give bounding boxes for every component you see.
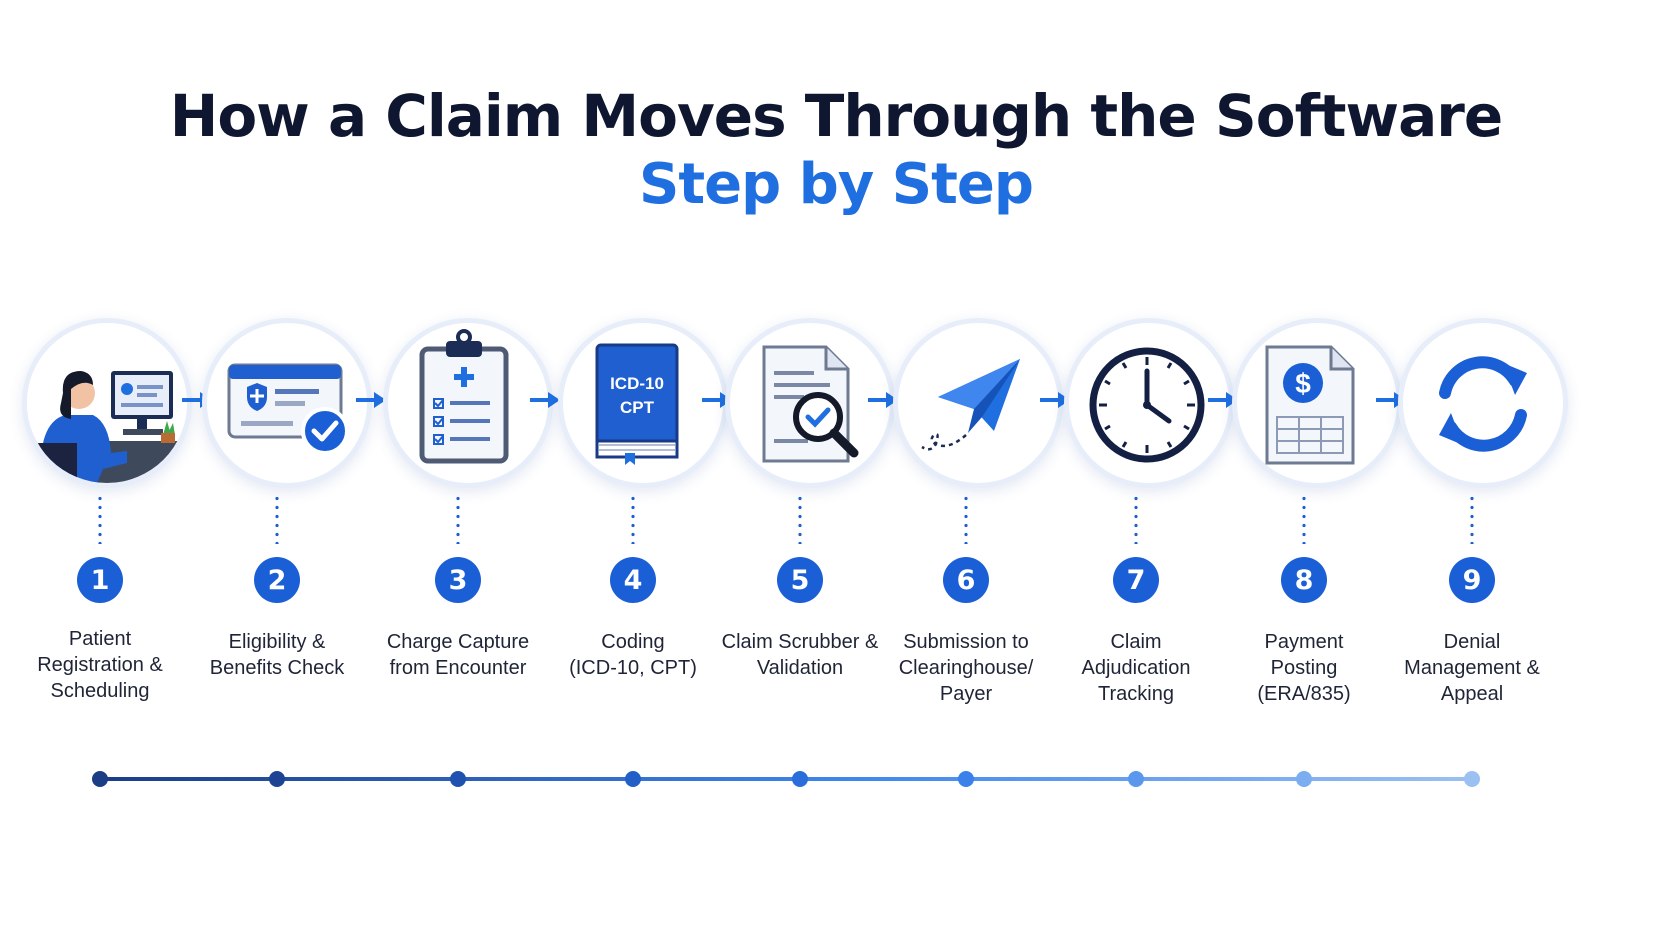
icd-cpt-text: ICD-10 <box>610 374 664 393</box>
clock-icon <box>1089 347 1205 463</box>
arrow-right-icon <box>868 392 898 408</box>
arrow-right-icon <box>1208 392 1238 408</box>
step-number-badge: 2 <box>254 557 300 603</box>
connector-dots <box>964 494 968 544</box>
step-label: Coding (ICD-10, CPT) <box>543 629 723 681</box>
step-label-line: (ERA/835) <box>1257 683 1351 705</box>
step-3-circle <box>383 318 553 488</box>
timeline-node <box>625 771 641 787</box>
step-number-badge: 4 <box>610 557 656 603</box>
arrow-right-icon <box>702 392 732 408</box>
timeline-node <box>92 771 108 787</box>
connector-dots <box>275 494 279 544</box>
step-label: Claim Adjudication Tracking <box>1046 629 1226 707</box>
connector-dots <box>1134 494 1138 544</box>
step-label-line: Posting <box>1270 657 1338 679</box>
step-5-circle <box>725 318 895 488</box>
step-label-line: Eligibility & <box>228 631 326 653</box>
progress-timeline <box>92 771 1480 787</box>
step-label-line: (ICD-10, CPT) <box>569 657 697 679</box>
step-label: Claim Scrubber & Validation <box>710 629 890 681</box>
timeline-node <box>792 771 808 787</box>
timeline-node <box>1128 771 1144 787</box>
page-subtitle: Step by Step <box>639 152 1034 217</box>
connector-dots <box>1470 494 1474 544</box>
step-label-line: Tracking <box>1098 683 1174 705</box>
step-label-line: Payer <box>939 683 993 705</box>
step-9-circle <box>1398 318 1568 488</box>
step-label-line: Claim Scrubber & <box>721 631 879 653</box>
paper-plane-icon <box>921 359 1020 451</box>
step-label-line: Validation <box>756 657 844 679</box>
step-label: Denial Management & Appeal <box>1382 629 1562 707</box>
step-number-badge: 3 <box>435 557 481 603</box>
step-label-line: Coding <box>601 631 665 653</box>
dollar-sign-text: $ <box>1295 368 1311 399</box>
step-number-badge: 8 <box>1281 557 1327 603</box>
payment-document-icon: $ <box>1265 345 1355 465</box>
refresh-cycle-icon <box>1439 356 1527 452</box>
step-label-line: Scheduling <box>50 680 150 702</box>
timeline-node <box>269 771 285 787</box>
step-label-line: Adjudication <box>1081 657 1191 679</box>
step-number-badge: 6 <box>943 557 989 603</box>
step-label: Charge Capture from Encounter <box>368 629 548 681</box>
connector-dots <box>98 494 102 544</box>
step-label: Submission to Clearinghouse/ Payer <box>876 629 1056 707</box>
document-magnifier-icon <box>762 345 859 463</box>
step-number-badge: 5 <box>777 557 823 603</box>
step-label-line: Denial <box>1443 631 1501 653</box>
connector-dots <box>631 494 635 544</box>
insurance-card-check-icon <box>227 363 349 455</box>
step-8-circle: $ <box>1232 318 1402 488</box>
step-label-line: Appeal <box>1440 683 1504 705</box>
timeline-node <box>1464 771 1480 787</box>
timeline-node <box>450 771 466 787</box>
step-label-line: Clearinghouse/ <box>898 657 1034 679</box>
connector-dots <box>456 494 460 544</box>
step-label: Patient Registration & Scheduling <box>10 626 190 704</box>
icd-cpt-text: CPT <box>620 398 655 417</box>
timeline-node <box>1296 771 1312 787</box>
arrow-right-icon <box>1040 392 1070 408</box>
step-label-line: Submission to <box>903 631 1029 653</box>
step-number-badge: 9 <box>1449 557 1495 603</box>
code-book-icon: ICD-10 CPT <box>595 343 679 465</box>
connector-dots <box>1302 494 1306 544</box>
arrow-right-icon <box>356 392 386 408</box>
step-label-line: Charge Capture <box>386 631 530 653</box>
step-label-line: from Encounter <box>389 657 527 679</box>
clipboard-checklist-icon <box>419 329 509 464</box>
step-label-line: Benefits Check <box>209 657 345 679</box>
step-label-line: Payment <box>1264 631 1344 653</box>
timeline-node <box>958 771 974 787</box>
step-label-line: Claim <box>1110 631 1162 653</box>
step-label: Payment Posting (ERA/835) <box>1214 629 1394 707</box>
step-label-line: Management & <box>1404 657 1540 679</box>
page-title: How a Claim Moves Through the Software <box>169 82 1503 150</box>
step-2-circle <box>202 318 372 488</box>
step-number-badge: 7 <box>1113 557 1159 603</box>
step-label: Eligibility & Benefits Check <box>187 629 367 681</box>
step-label-line: Patient <box>68 628 132 650</box>
step-number-badge: 1 <box>77 557 123 603</box>
step-label-line: Registration & <box>37 654 163 676</box>
arrow-right-icon <box>530 392 560 408</box>
timeline-line <box>100 777 1472 781</box>
person-at-computer-icon <box>27 323 187 483</box>
step-6-circle <box>893 318 1063 488</box>
connector-dots <box>798 494 802 544</box>
step-1-circle <box>22 318 192 488</box>
